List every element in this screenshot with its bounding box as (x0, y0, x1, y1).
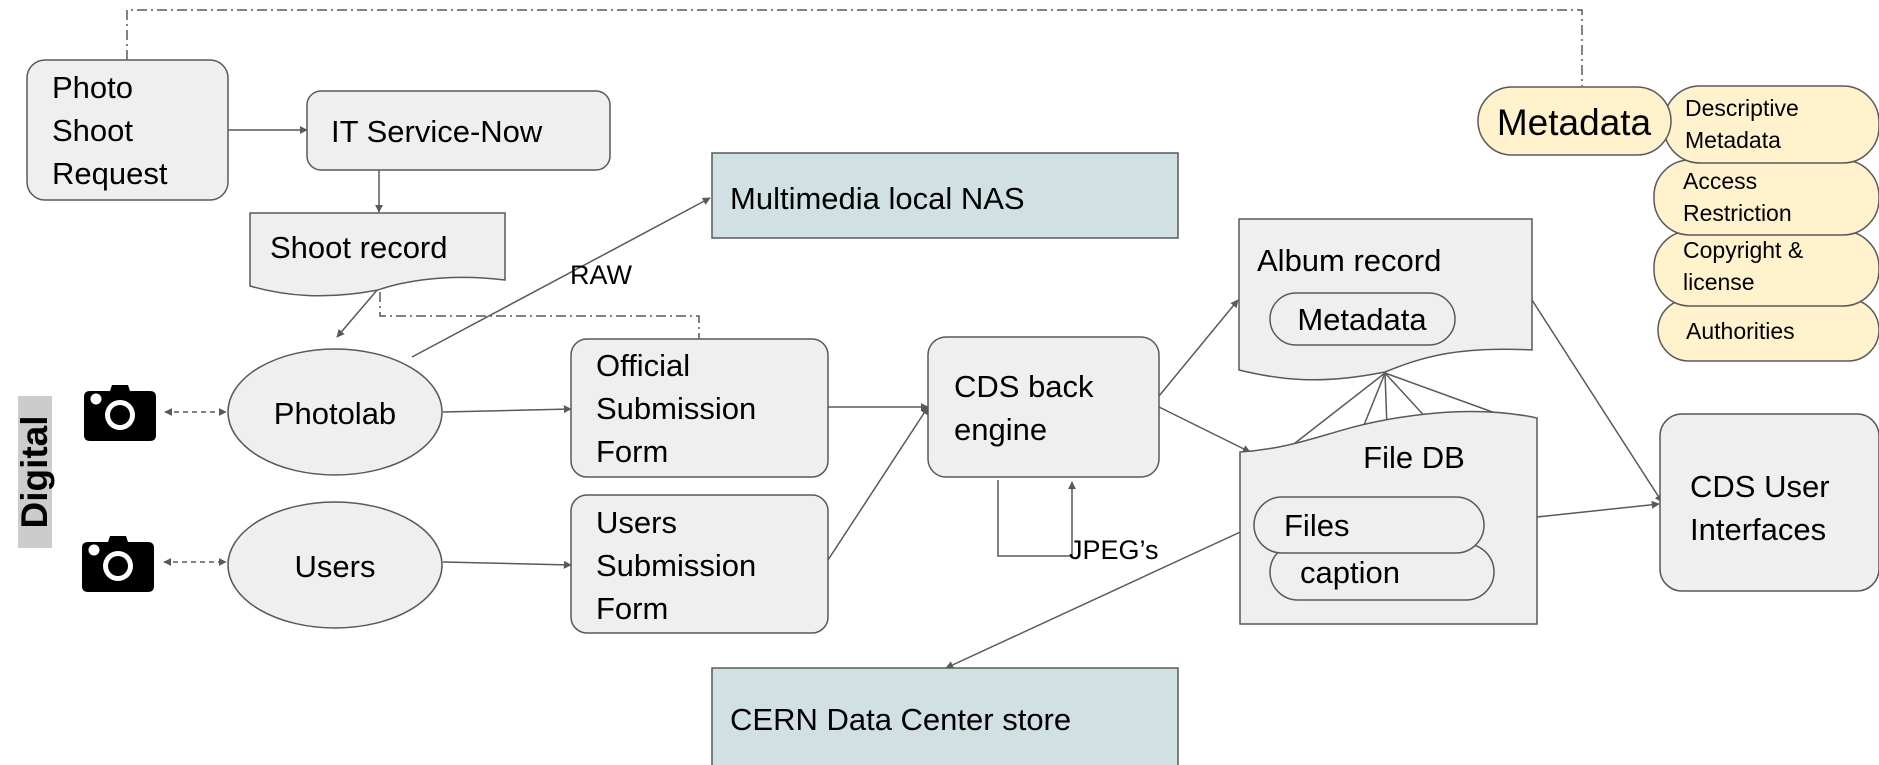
edge-photolab-nas (411, 197, 711, 358)
node-users-submission-form: Users Submission Form (570, 494, 829, 634)
cds-ui-line-1: CDS User (1690, 469, 1830, 504)
meta-descriptive-line-1: Descriptive (1685, 95, 1799, 121)
official-form-line-3: Form (596, 434, 668, 469)
node-users: Users (227, 501, 443, 629)
users-form-line-2: Submission (596, 548, 756, 583)
svg-text:Copyright & license: Copyright & license (1683, 237, 1810, 295)
meta-access-line-2: Restriction (1683, 200, 1792, 226)
album-metadata-label: Metadata (1297, 302, 1427, 337)
users-label: Users (295, 549, 376, 584)
node-photolab: Photolab (227, 348, 443, 476)
cds-ui-line-2: Interfaces (1690, 512, 1826, 547)
users-form-line-3: Form (596, 591, 668, 626)
node-album-record: Album record Metadata (1238, 218, 1533, 381)
users-form-line-1: Users (596, 505, 677, 540)
meta-authorities-label: Authorities (1686, 318, 1795, 344)
node-file-db: File DB caption Files (1239, 410, 1538, 625)
node-it-service-now: IT Service-Now (306, 90, 611, 171)
photo-request-line-3: Request (52, 156, 168, 191)
dashdot-link-request-metadata (126, 9, 1583, 86)
camera-icon (84, 385, 156, 441)
side-label-bg (18, 396, 52, 548)
node-official-submission-form: Official Submission Form (570, 338, 829, 478)
svg-text:Photo Shoot Reques: Photo Shoot Request (52, 70, 168, 191)
node-cern-data-center-store: CERN Data Center store (711, 667, 1179, 765)
official-form-line-1: Official (596, 348, 690, 383)
meta-copyright-line-1: Copyright & (1683, 237, 1803, 263)
svg-text:CDS back engine: CDS back engine (954, 369, 1102, 447)
node-photo-shoot-request: Photo Shoot Request (26, 59, 229, 201)
svg-text:Descriptive Metadata: Descriptive Metadata (1685, 95, 1805, 153)
edge-label-jpegs: JPEG’s (1069, 535, 1159, 565)
meta-descriptive-line-2: Metadata (1685, 127, 1781, 153)
camera-icon (82, 536, 154, 592)
files-label: Files (1284, 508, 1349, 543)
side-label: Digital (14, 415, 55, 528)
metadata-main-label: Metadata (1497, 102, 1652, 143)
edge-cds-filedb (1158, 406, 1251, 453)
svg-text:Access Restriction: Access Restriction (1683, 168, 1792, 226)
edge-cds-loop-jpegs (997, 480, 1076, 557)
it-service-now-label: IT Service-Now (331, 114, 543, 149)
meta-copyright-line-2: license (1683, 269, 1755, 295)
shoot-record-label: Shoot record (270, 230, 448, 265)
metadata-cluster: Authorities Copyright & license Access R… (1477, 85, 1879, 362)
svg-text:Users Submission F: Users Submission Form (596, 505, 765, 626)
photo-request-line-2: Shoot (52, 113, 133, 148)
album-metadata-pill (1269, 292, 1456, 346)
cds-engine-line-1: CDS back (954, 369, 1094, 404)
edge-label-raw: RAW (570, 260, 633, 290)
edge-files-cernstore (945, 521, 1263, 669)
link-album-filedb-1 (1289, 372, 1386, 448)
photo-request-line-1: Photo (52, 70, 133, 105)
album-record-label: Album record (1257, 243, 1441, 278)
edge-usersform-cds (827, 406, 929, 561)
photolab-label: Photolab (274, 396, 396, 431)
link-album-filedb-2 (1361, 372, 1386, 431)
svg-text:CDS User Interfaces: CDS User Interfaces (1690, 469, 1838, 547)
metadata-main-pill (1477, 86, 1672, 156)
edge-cds-album (1158, 299, 1239, 397)
file-db-label: File DB (1363, 440, 1465, 475)
files-pill (1253, 496, 1485, 554)
node-cds-back-engine: CDS back engine (927, 336, 1160, 478)
edge-album-userinterfaces (1531, 299, 1663, 503)
edge-users-usersform (442, 560, 572, 569)
edge-filedb-userinterfaces (1536, 500, 1660, 518)
edge-shootrecord-photolab (336, 288, 379, 338)
caption-label: caption (1300, 555, 1400, 590)
cern-store-label: CERN Data Center store (730, 702, 1071, 737)
official-form-line-2: Submission (596, 391, 756, 426)
edge-photolab-official (442, 405, 572, 414)
link-album-filedb-3 (1384, 372, 1388, 429)
cds-engine-line-2: engine (954, 412, 1047, 447)
svg-text:Official Submission: Official Submission Form (596, 348, 765, 469)
side-label-group: Digital (14, 396, 55, 548)
dashdot-link-shoot-official (379, 292, 700, 339)
connectors (126, 9, 1663, 669)
node-multimedia-nas: Multimedia local NAS (711, 152, 1179, 239)
meta-access-line-1: Access (1683, 168, 1757, 194)
node-shoot-record: Shoot record (249, 212, 506, 297)
node-cds-user-interfaces: CDS User Interfaces (1659, 413, 1879, 592)
multimedia-nas-label: Multimedia local NAS (730, 181, 1025, 216)
